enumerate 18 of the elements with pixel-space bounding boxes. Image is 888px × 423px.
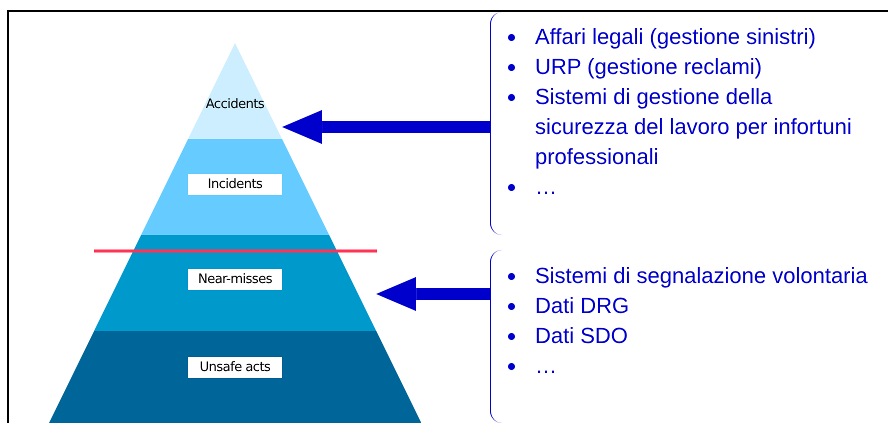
bullet-item: URP (gestione reclami) — [535, 54, 762, 79]
band-label: Near-misses — [188, 269, 282, 290]
bullet-item: Sistemi di gestione della sicurezza del lavoro per infortuni professionali — [535, 84, 852, 169]
bullet-item: Dati SDO — [535, 323, 628, 348]
pyramid-band — [48, 331, 422, 423]
band-label: Accidents — [204, 96, 266, 114]
bullet-item: … — [535, 174, 557, 199]
bullet-item: Affari legali (gestione sinistri) — [535, 24, 816, 49]
bullet-item: Dati DRG — [535, 293, 630, 318]
arrow — [282, 110, 490, 144]
pyramid-band — [94, 235, 376, 331]
pyramid-band — [140, 139, 330, 235]
arrow — [376, 277, 490, 311]
bullet-item: Sistemi di segnalazione volontaria — [535, 263, 868, 288]
bullet-item: … — [535, 353, 557, 378]
pyramid-band — [188, 43, 282, 139]
band-label: Incidents — [188, 174, 282, 195]
band-label: Unsafe acts — [188, 357, 282, 378]
